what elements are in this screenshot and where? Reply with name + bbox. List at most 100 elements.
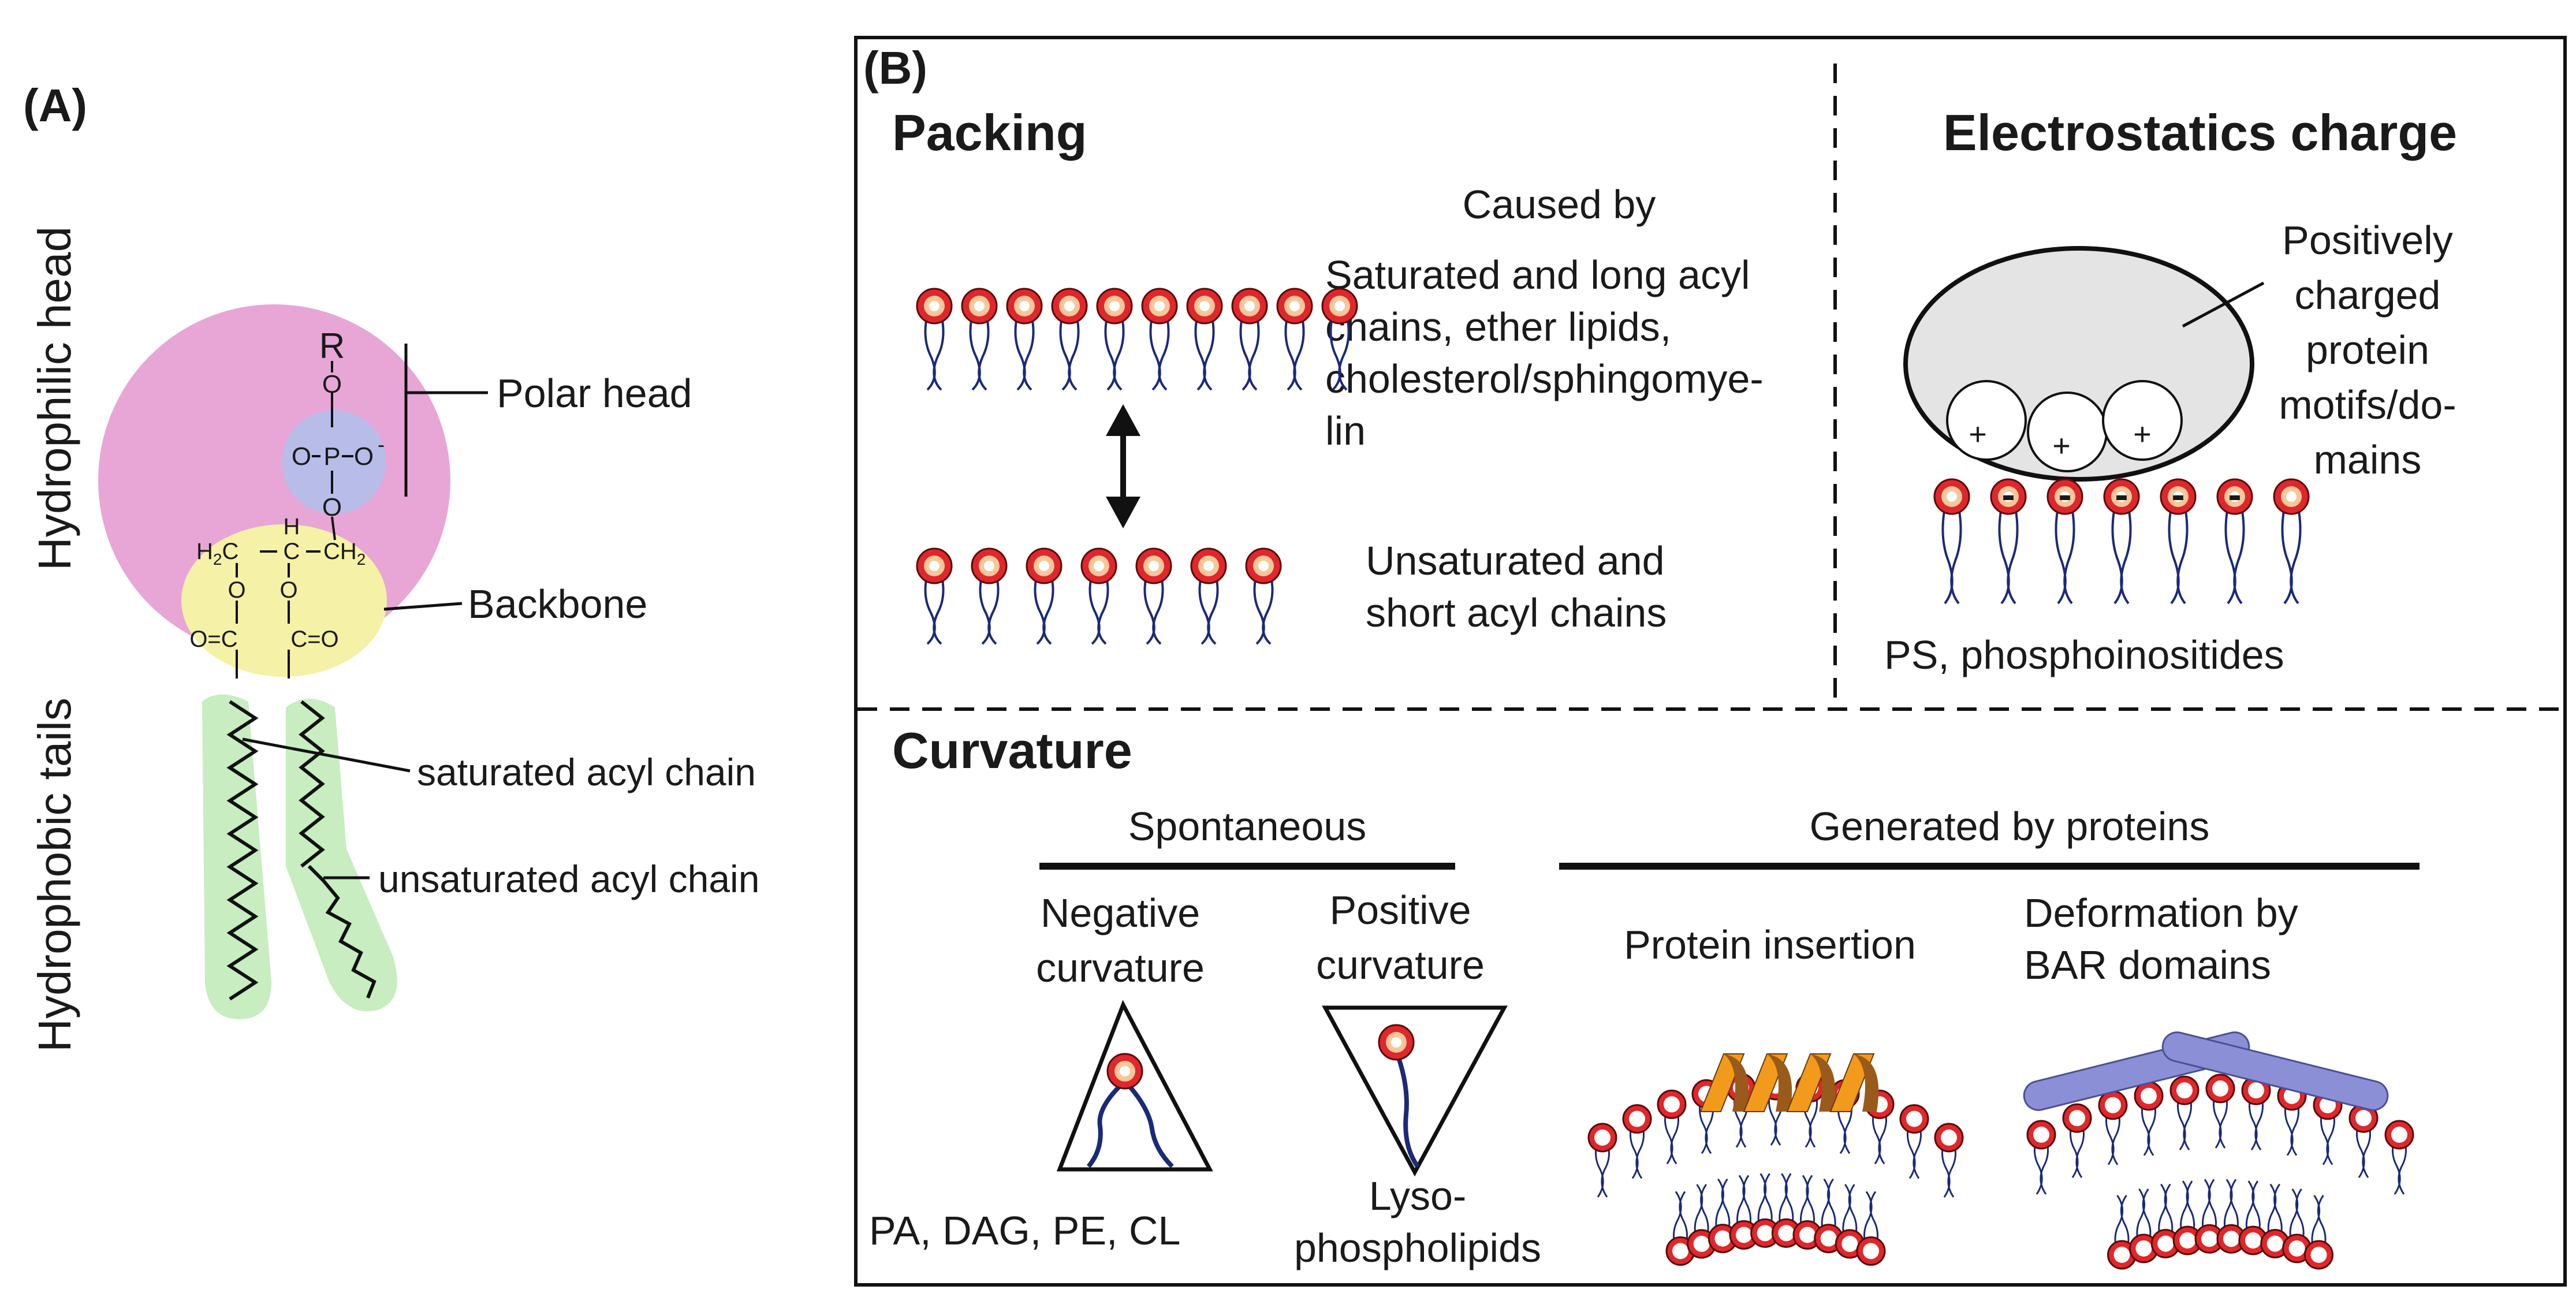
bar-lower-lipid — [2194, 1179, 2224, 1254]
protein-label-line-3: protein — [2306, 327, 2429, 372]
bar-upper-lipid — [2098, 1090, 2128, 1165]
charged-lipid — [2273, 478, 2310, 605]
loose-packing-line-2: short acyl chains — [1366, 590, 1667, 635]
panel-b: (B) Packing Caused by Saturated and long… — [854, 36, 2567, 1287]
bar-lower-lipid — [2216, 1179, 2246, 1254]
insertion-lower-lipid — [1814, 1178, 1844, 1254]
negative-lipids-label: PA, DAG, PE, CL — [869, 1208, 1180, 1253]
positive-curvature-line-1: Positive — [1329, 888, 1471, 933]
bar-upper-lipid — [2205, 1074, 2235, 1149]
chemical-structure — [236, 361, 353, 679]
insertion-lower-lipid — [1665, 1191, 1695, 1266]
chem-minus: - — [378, 433, 385, 456]
bar-lower-lipid — [2282, 1188, 2312, 1263]
amphipathic-helix-back — [1767, 1054, 1792, 1112]
chem-p: P — [323, 442, 340, 471]
bar-upper-lipid — [2169, 1075, 2200, 1151]
insertion-lower-lipid — [1835, 1184, 1865, 1259]
loose-membrane — [916, 547, 1282, 645]
insertion-lower-lipid — [1792, 1175, 1822, 1250]
hydrophobic-tails-label: Hydrophobic tails — [29, 698, 80, 1052]
charged-lipid: - — [1990, 472, 2027, 605]
negative-curvature-line-2: curvature — [1036, 945, 1205, 990]
bar-lower-lipid — [2238, 1180, 2268, 1255]
annotation-lines — [242, 344, 488, 879]
unsaturated-acyl-chain-lower — [307, 864, 376, 999]
minus-sign: - — [2058, 472, 2071, 517]
loose-lipid — [1245, 547, 1282, 645]
insertion-lower-lipid — [1729, 1175, 1759, 1250]
loose-lipid — [916, 547, 953, 645]
bar-upper-lipid — [2348, 1103, 2379, 1179]
saturated-acyl-chain — [226, 700, 259, 1001]
minus-sign: - — [2001, 472, 2015, 517]
tight-lipid — [1051, 288, 1088, 391]
chem-ch-c: C — [284, 539, 300, 564]
chem-o-top: O — [322, 370, 342, 398]
positive-motifs: + + + — [1946, 380, 2183, 472]
bar-membrane — [2023, 1031, 2414, 1270]
plus-sign-2: + — [2052, 428, 2071, 463]
loose-lipid — [1080, 547, 1117, 645]
amphipathic-helix-back — [1854, 1054, 1879, 1112]
backbone-ellipse — [181, 524, 387, 677]
negative-curvature-cone — [1056, 1000, 1213, 1172]
chem-ch2: CH2 — [323, 539, 366, 568]
positive-curvature-cone — [1322, 1005, 1508, 1177]
insertion-upper-lipid — [1622, 1104, 1652, 1179]
unsaturated-chain-label: unsaturated acyl chain — [378, 858, 759, 900]
phosphate-circle — [282, 410, 386, 514]
unsaturated-acyl-chain-upper — [299, 700, 325, 868]
chem-o-below: O — [322, 493, 342, 521]
insertion-upper-lipid — [1934, 1123, 1964, 1198]
bar-upper-lipid — [2313, 1090, 2343, 1165]
generated-label: Generated by proteins — [1810, 804, 2210, 849]
bar-upper-lipid — [2062, 1103, 2092, 1179]
bar-upper-lipid — [2241, 1075, 2271, 1151]
protein-label-line-2: charged — [2295, 273, 2441, 318]
chem-ester-o2: O — [279, 577, 297, 603]
electrostatics-title: Electrostatics charge — [1943, 104, 2457, 161]
spontaneous-label: Spontaneous — [1128, 804, 1367, 849]
chem-o-minus: O — [354, 442, 374, 471]
insertion-lower-lipid — [1856, 1191, 1886, 1266]
insertion-membrane — [1587, 1053, 1964, 1266]
amphipathic-helix-back — [1724, 1054, 1749, 1112]
panel-a-label: (A) — [23, 80, 87, 131]
saturated-chain-label: saturated acyl chain — [417, 751, 756, 793]
bar-upper-lipid — [2026, 1120, 2056, 1195]
minus-sign: - — [2228, 472, 2241, 517]
tight-packing-line-1: Saturated and long acyl — [1325, 252, 1750, 297]
positive-lipids-line-1: Lyso- — [1369, 1173, 1467, 1218]
chem-ch-h: H — [284, 514, 300, 539]
charged-lipid: - — [2103, 472, 2140, 605]
bar-upper-lipid — [2384, 1120, 2414, 1195]
insertion-lower-lipid — [1750, 1173, 1780, 1248]
polar-head-label: Polar head — [497, 371, 692, 416]
insertion-lower-lipid — [1708, 1178, 1738, 1254]
loose-lipid — [1026, 547, 1063, 645]
bar-lower-lipid — [2128, 1188, 2159, 1263]
protein-pointer — [2182, 281, 2265, 328]
tight-packing-line-3: cholesterol/sphingomye- — [1325, 356, 1764, 401]
insertion-upper-lipid — [1865, 1089, 1895, 1165]
chem-ester2: C=O — [290, 627, 338, 652]
loose-lipid — [971, 547, 1008, 645]
charged-lipids-label: PS, phosphoinositides — [1884, 632, 2284, 677]
tight-lipid — [1096, 288, 1133, 391]
charged-lipid — [1933, 478, 1970, 605]
bar-lower-lipid — [2172, 1180, 2202, 1255]
minus-sign: - — [2171, 472, 2184, 517]
caused-by-label: Caused by — [1463, 182, 1656, 227]
charged-membrane: ----- — [1933, 472, 2310, 605]
bar-lower-lipid — [2150, 1183, 2180, 1259]
chem-h2c: H2C — [196, 539, 238, 568]
tight-lipid — [1141, 288, 1178, 391]
chem-o-left: O — [292, 442, 311, 471]
bar-upper-lipid — [2277, 1081, 2307, 1156]
tight-membrane — [916, 288, 1358, 391]
charged-lipid: - — [2046, 472, 2083, 605]
chem-ester1: O=C — [189, 627, 237, 652]
hydrophilic-head-label: Hydrophilic head — [29, 226, 80, 571]
minus-sign: - — [2115, 472, 2128, 517]
